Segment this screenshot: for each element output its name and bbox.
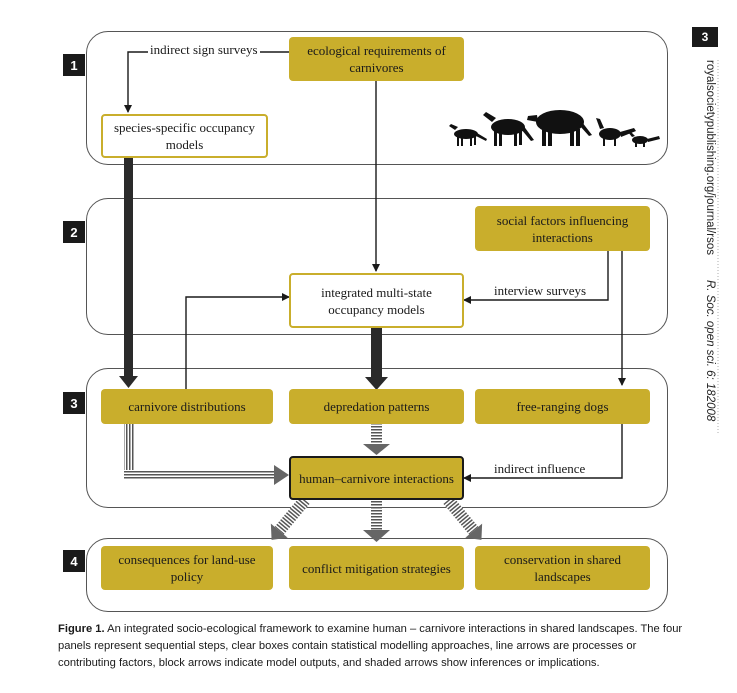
carnivore-silhouettes [449,110,660,147]
shaded-arrow-to-conservation [443,496,483,540]
box-carnivore-distributions: carnivore distributions [101,389,273,424]
panel-number-3: 3 [63,392,85,414]
figure-caption: Figure 1. An integrated socio-ecological… [58,621,683,672]
panel-number-2: 2 [63,221,85,243]
box-depredation-patterns: depredation patterns [289,389,464,424]
box-land-use-policy: consequences for land-use policy [101,546,273,590]
label-indirect-influence: indirect influence [492,461,588,477]
panel-number-4: 4 [63,550,85,572]
small-fox-silhouette [628,132,660,147]
box-human-carnivore-interactions: human–carnivore interactions [289,456,464,500]
caption-text: An integrated socio-ecological framework… [58,623,683,669]
block-arrow-species-to-distribution [119,157,138,388]
shaded-arrow-to-land-use [270,496,310,540]
box-species-specific-models: species-specific occupancy models [101,114,268,158]
box-integrated-models: integrated multi-state occupancy models [289,273,464,328]
box-social-factors: social factors influencing interactions [475,206,650,251]
panel-number-1: 1 [63,54,85,76]
box-conflict-mitigation: conflict mitigation strategies [289,546,464,590]
arrow-indirect-influence [463,422,623,482]
side-citation: R. Soc. open sci. 6: 182008 [704,280,716,422]
jackal-silhouette [449,124,487,146]
arrow-indirect-sign [124,51,290,113]
box-conservation: conservation in shared landscapes [475,546,650,590]
block-arrow-integrated-to-depredation [365,328,388,390]
box-free-ranging-dogs: free-ranging dogs [475,389,650,424]
box-ecological-requirements: ecological requirements of carnivores [289,37,464,81]
wolf-silhouette [483,112,534,146]
label-interview-surveys: interview surveys [492,283,589,299]
shaded-arrow-to-mitigation [363,500,390,542]
arrow-distribution-feedback [185,293,290,389]
hyena-silhouette [527,110,592,146]
page-number: 3 [692,27,718,47]
label-indirect-sign-surveys: indirect sign surveys [148,42,260,58]
shaded-arrow-distribution-to-interactions [124,424,289,485]
shaded-arrow-depredation-to-interactions [363,424,390,455]
arrow-interview [463,251,609,304]
side-running-head: royalsocietypublishing.org/journal/rsos … [704,60,719,435]
side-journal: royalsocietypublishing.org/journal/rsos [704,60,716,255]
caption-figure-label: Figure 1. [58,623,105,635]
fox-silhouette [596,118,636,146]
